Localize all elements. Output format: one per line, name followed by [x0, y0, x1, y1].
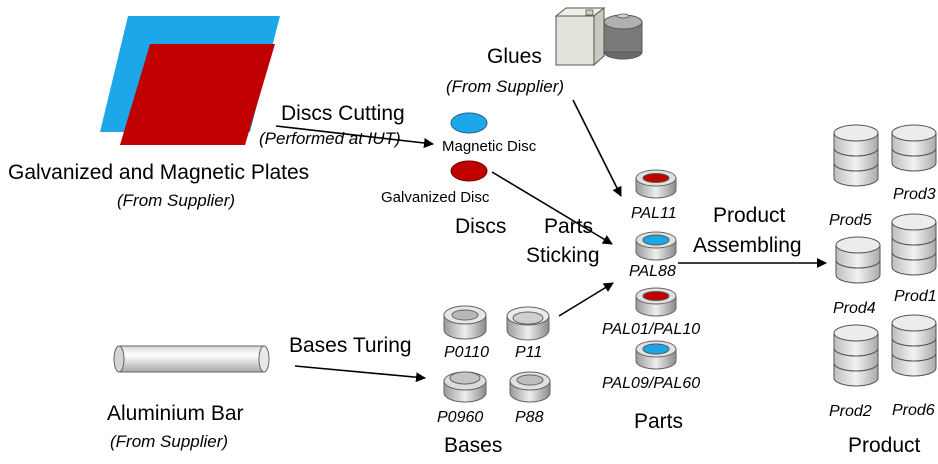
product-assembling-label-line1: Product: [713, 204, 786, 227]
arrow-bases-to-parts: [558, 282, 614, 317]
plates-icon: [100, 16, 280, 145]
parts-group-label: Parts: [634, 410, 683, 433]
stack-layer-top: [835, 236, 881, 254]
part-label: PAL11: [631, 205, 677, 222]
discs-cutting-note: (Performed at IUT): [259, 129, 401, 148]
product-label: Prod3: [893, 186, 936, 203]
base-p88-icon: [509, 371, 551, 403]
discs-cutting-label: Discs Cutting: [281, 102, 405, 125]
plates-source: (From Supplier): [117, 191, 235, 210]
arrow-plates-to-discs: [275, 125, 434, 148]
product-label: Prod1: [894, 288, 937, 305]
part-pal11-icon: [635, 169, 677, 199]
stack-layer-top: [891, 213, 937, 231]
galvanized-disc-icon: [450, 160, 488, 182]
product-assembling-label-line2: Assembling: [693, 234, 802, 257]
glues-label: Glues: [487, 45, 542, 68]
base-label: P88: [515, 409, 544, 426]
discs-group-label: Discs: [455, 215, 506, 238]
magnetic-disc-icon: [450, 112, 488, 134]
product-label: Prod4: [833, 300, 876, 317]
arrow-bar-to-bases: [294, 365, 426, 383]
aluminium-source: (From Supplier): [110, 432, 228, 451]
part-label: PAL88: [629, 263, 676, 280]
base-p0110-icon: [443, 305, 487, 340]
base-p0960-icon: [443, 371, 487, 403]
stack-layer-top: [891, 124, 937, 142]
part-pal09-pal60-icon: [635, 340, 677, 370]
parts-sticking-label-line1: Parts: [544, 215, 593, 238]
product-stack-icon: [891, 124, 937, 172]
base-label: P0110: [444, 344, 489, 361]
arrow-discs-to-parts: [491, 171, 613, 245]
part-pal88-icon: [635, 231, 677, 261]
magnetic-disc-label: Magnetic Disc: [442, 138, 537, 155]
product-stacks: [833, 124, 937, 387]
product-group-label: Product: [848, 434, 921, 457]
part-label: PAL09/PAL60: [602, 375, 700, 392]
bases-turing-label: Bases Turing: [289, 334, 412, 357]
part-label: PAL01/PAL10: [602, 321, 700, 338]
plates-label: Galvanized and Magnetic Plates: [8, 161, 309, 184]
bases-group-label: Bases: [444, 434, 502, 457]
stack-layer-top: [833, 124, 879, 142]
base-p11-icon: [506, 306, 550, 341]
arrow-glues-to-parts: [572, 99, 622, 197]
product-stack-icon: [833, 124, 879, 187]
base-label: P0960: [437, 409, 483, 426]
parts-sticking-label-line2: Sticking: [526, 244, 600, 267]
product-label: Prod5: [829, 212, 872, 229]
stack-layer-top: [891, 314, 937, 332]
product-stack-icon: [835, 236, 881, 284]
aluminium-label: Aluminium Bar: [107, 402, 244, 425]
aluminium-bar-icon: [113, 345, 270, 373]
product-stack-icon: [891, 213, 937, 276]
product-label: Prod2: [829, 403, 872, 420]
stack-layer-top: [833, 324, 879, 342]
galvanized-plate: [120, 44, 275, 145]
base-label: P11: [515, 344, 542, 361]
product-stack-icon: [833, 324, 879, 387]
product-stack-icon: [891, 314, 937, 377]
glue-containers-icon: [554, 6, 643, 67]
glues-source: (From Supplier): [446, 77, 564, 96]
galvanized-disc-label: Galvanized Disc: [381, 189, 490, 206]
part-pal01-pal10-icon: [635, 287, 677, 317]
product-label: Prod6: [892, 402, 935, 419]
